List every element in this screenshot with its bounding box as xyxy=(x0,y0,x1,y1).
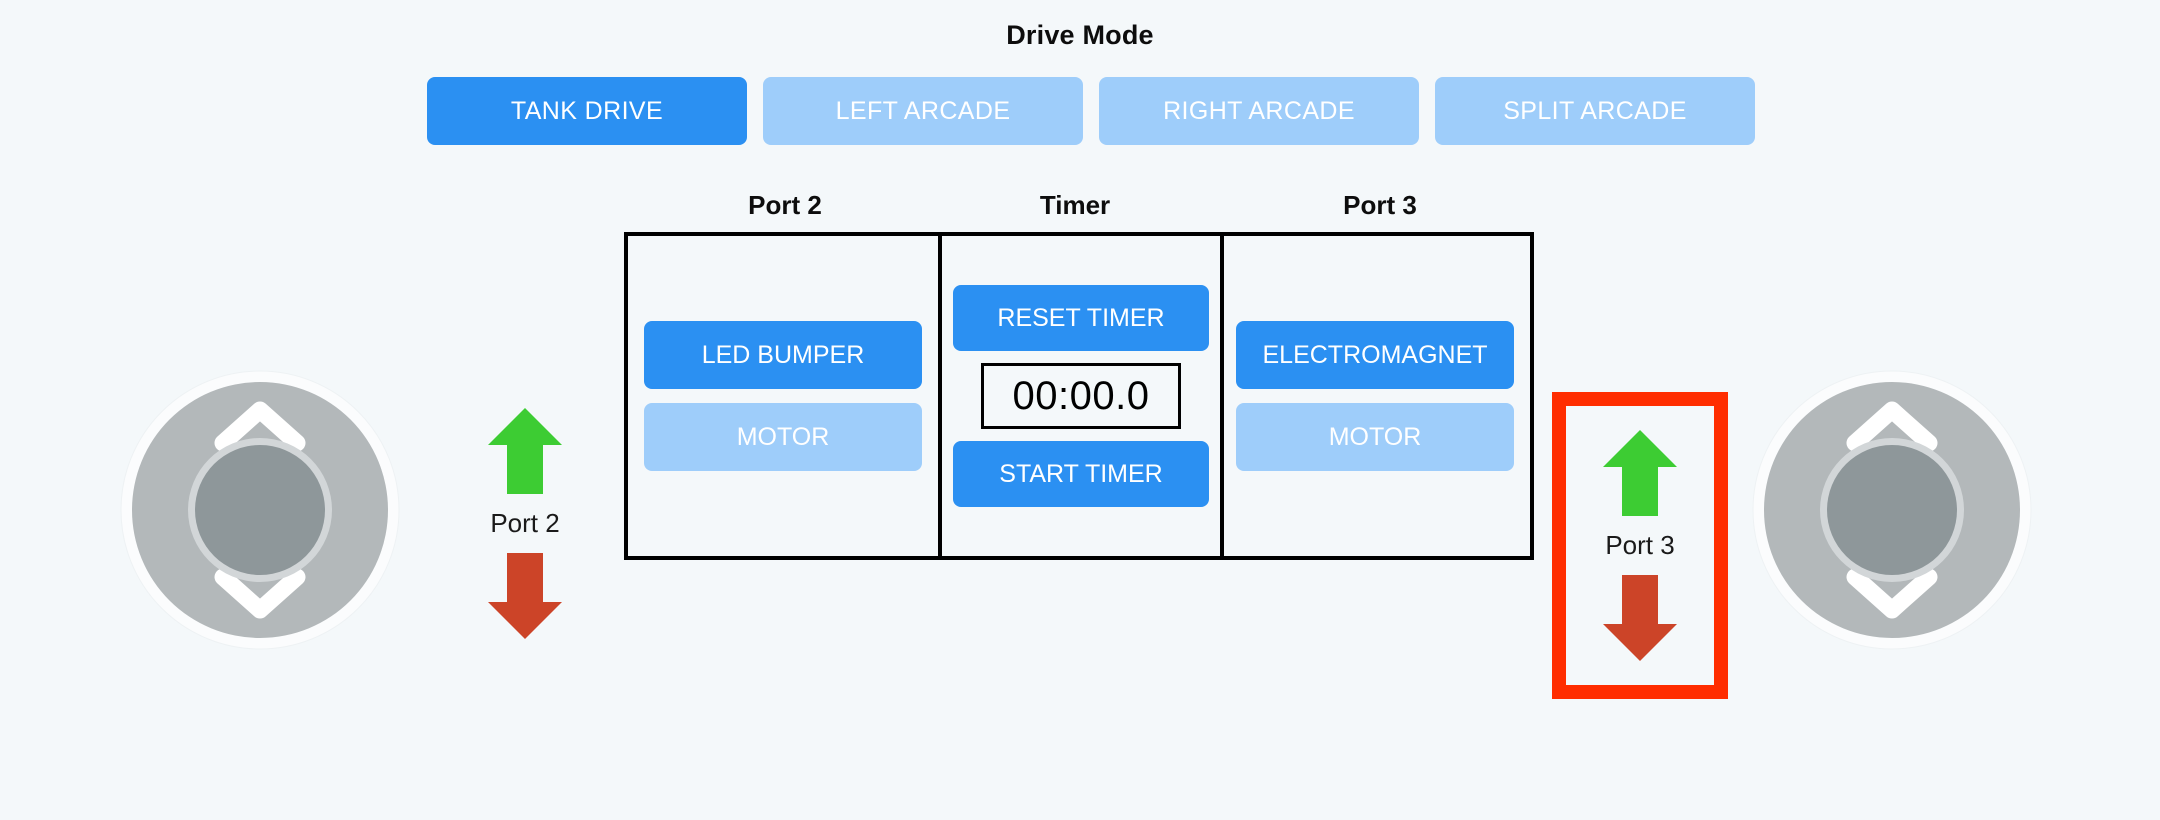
drive-mode-split-arcade[interactable]: SPLIT ARCADE xyxy=(1435,77,1755,145)
arrow-up-icon[interactable] xyxy=(1603,430,1677,516)
port2-column: LED BUMPER MOTOR xyxy=(628,236,938,556)
timer-display: 00:00.0 xyxy=(981,363,1181,429)
drive-mode-right-arcade[interactable]: RIGHT ARCADE xyxy=(1099,77,1419,145)
page-title: Drive Mode xyxy=(1006,20,1154,50)
timer-column: RESET TIMER 00:00.0 START TIMER xyxy=(938,236,1224,556)
chevron-down-icon xyxy=(214,568,306,619)
port2-indicator-label: Port 2 xyxy=(490,508,560,538)
port3-indicator-group: Port 3 xyxy=(1552,392,1728,699)
left-joystick[interactable] xyxy=(120,370,400,650)
control-panel: LED BUMPER MOTOR RESET TIMER 00:00.0 STA… xyxy=(624,232,1534,560)
port3-column: ELECTROMAGNET MOTOR xyxy=(1224,236,1526,556)
panel-caption-timer: Timer xyxy=(1039,190,1111,220)
right-joystick[interactable] xyxy=(1752,370,2032,650)
drive-mode-left-arcade[interactable]: LEFT ARCADE xyxy=(763,77,1083,145)
drive-mode-tank-drive[interactable]: TANK DRIVE xyxy=(427,77,747,145)
arrow-up-icon[interactable] xyxy=(488,408,562,494)
port3-motor-button[interactable]: MOTOR xyxy=(1236,403,1514,471)
port2-led-bumper-button[interactable]: LED BUMPER xyxy=(644,321,922,389)
arrow-down-icon[interactable] xyxy=(1603,575,1677,661)
panel-caption-port3: Port 3 xyxy=(1343,190,1417,220)
chevron-up-icon xyxy=(1846,401,1938,452)
port2-indicator-group: Port 2 xyxy=(440,408,610,639)
start-timer-button[interactable]: START TIMER xyxy=(953,441,1209,507)
chevron-down-icon xyxy=(1846,568,1938,619)
chevron-up-icon xyxy=(214,401,306,452)
port3-electromagnet-button[interactable]: ELECTROMAGNET xyxy=(1236,321,1514,389)
arrow-down-icon[interactable] xyxy=(488,553,562,639)
panel-caption-port2: Port 2 xyxy=(748,190,822,220)
port3-indicator-label: Port 3 xyxy=(1605,530,1675,560)
port2-motor-button[interactable]: MOTOR xyxy=(644,403,922,471)
drive-mode-button-group: TANK DRIVE LEFT ARCADE RIGHT ARCADE SPLI… xyxy=(427,77,1755,145)
reset-timer-button[interactable]: RESET TIMER xyxy=(953,285,1209,351)
